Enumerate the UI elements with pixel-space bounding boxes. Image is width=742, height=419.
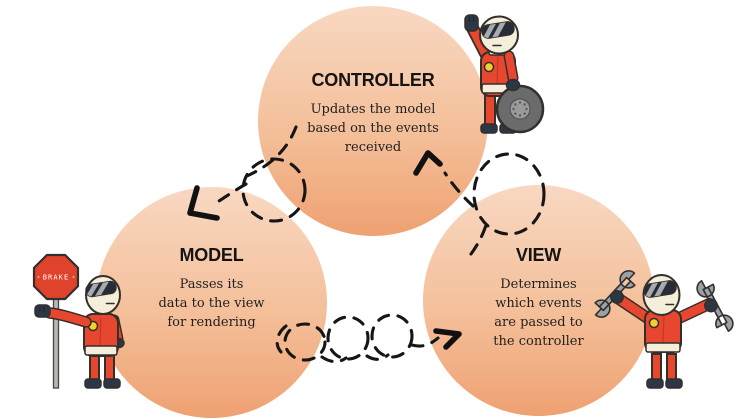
pit-crew-raising-wrenches (594, 270, 734, 389)
boot (103, 378, 121, 389)
controller-description: Updates the model based on the events re… (258, 100, 488, 157)
dashed-loop (326, 315, 370, 361)
extended-arm (45, 308, 91, 327)
pit-crew-holding-brake-sign: BRAKE (32, 253, 125, 389)
description-line: Determines (500, 277, 577, 292)
description-line: the controller (493, 334, 584, 349)
boot (646, 378, 664, 389)
leg (666, 353, 677, 383)
visor (85, 280, 117, 298)
suit-button (483, 61, 495, 73)
description-line: for rendering (167, 315, 256, 330)
dashed-curve (365, 353, 390, 361)
node-model-text: MODEL Passes its data to the view for re… (96, 245, 327, 332)
pit-crew-waving-with-tire (464, 14, 545, 134)
description-line: Updates the model (310, 102, 436, 117)
description-line: data to the view (158, 296, 265, 311)
controller-title: CONTROLLER (311, 70, 435, 90)
belt (84, 345, 118, 356)
node-model-circle (96, 187, 327, 418)
description-line: which events (495, 296, 582, 311)
description-line: Passes its (179, 277, 244, 292)
raised-arm (614, 294, 654, 324)
description-line: based on the events (307, 121, 439, 136)
model-title: MODEL (179, 245, 244, 265)
leg (651, 353, 662, 383)
leg (89, 353, 100, 383)
glove (34, 304, 51, 318)
belt (645, 342, 681, 353)
suit-button (648, 317, 660, 329)
glove (505, 78, 521, 92)
dashed-curve (320, 355, 348, 364)
tire-bolts (512, 101, 528, 117)
dashed-loop (370, 313, 414, 359)
brake-sign (32, 253, 80, 301)
boot (665, 378, 683, 389)
glove (610, 290, 624, 304)
boot (84, 378, 102, 389)
model-description: Passes its data to the view for renderin… (96, 275, 327, 332)
visor (643, 280, 677, 298)
description-line: received (344, 140, 402, 155)
boot (480, 123, 498, 134)
brake-sign-label: BRAKE (43, 274, 70, 282)
description-line: are passed to (494, 315, 583, 330)
view-title: VIEW (515, 245, 562, 265)
raised-arm (672, 299, 714, 324)
node-controller-text: CONTROLLER Updates the model based on th… (258, 70, 488, 157)
raised-hand (464, 14, 479, 32)
leg (484, 91, 496, 127)
leg (104, 353, 115, 383)
glove (704, 298, 718, 313)
node-view-text: VIEW Determines which events are passed … (423, 245, 654, 351)
view-description: Determines which events are passed to th… (423, 275, 654, 351)
visor (481, 21, 515, 39)
